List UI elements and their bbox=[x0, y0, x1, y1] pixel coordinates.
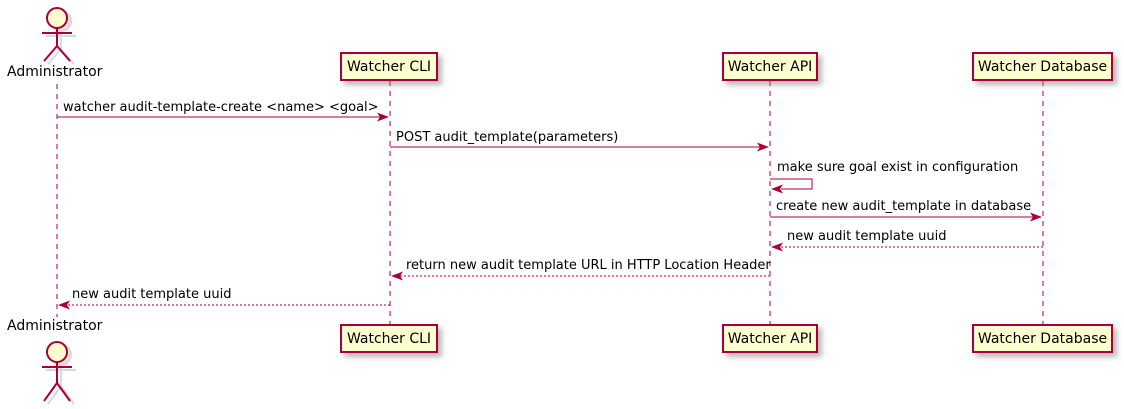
message-arrow-1 bbox=[57, 112, 389, 122]
actor-label-bottom: Administrator bbox=[7, 318, 103, 334]
participant-box-watcher-cli-top: Watcher CLI bbox=[340, 52, 438, 81]
self-message-loop bbox=[770, 178, 813, 194]
participant-box-watcher-cli-bottom: Watcher CLI bbox=[340, 324, 438, 353]
participant-box-watcher-database-top: Watcher Database bbox=[972, 52, 1113, 81]
message-label-3: make sure goal exist in configuration bbox=[777, 160, 1019, 175]
message-label-2: POST audit_template(parameters) bbox=[396, 130, 619, 145]
participant-box-watcher-database-bottom: Watcher Database bbox=[972, 324, 1113, 353]
message-arrow-5 bbox=[771, 242, 1043, 252]
message-arrow-4 bbox=[770, 212, 1042, 222]
lifelines bbox=[56, 81, 1044, 324]
actor-figure-top bbox=[42, 7, 76, 65]
message-label-5: new audit template uuid bbox=[787, 229, 947, 244]
message-label-7: new audit template uuid bbox=[72, 287, 232, 302]
message-arrow-2 bbox=[390, 142, 769, 152]
actor-label-top: Administrator bbox=[7, 64, 103, 80]
actor-figure-bottom bbox=[42, 341, 76, 405]
message-arrow-6 bbox=[391, 271, 770, 281]
message-label-4: create new audit_template in database bbox=[776, 199, 1032, 214]
message-arrow-7 bbox=[58, 300, 390, 310]
message-label-6: return new audit template URL in HTTP Lo… bbox=[406, 258, 771, 273]
participant-box-watcher-api-top: Watcher API bbox=[722, 52, 818, 81]
message-label-1: watcher audit-template-create <name> <go… bbox=[63, 100, 379, 115]
participant-box-watcher-api-bottom: Watcher API bbox=[722, 324, 818, 353]
